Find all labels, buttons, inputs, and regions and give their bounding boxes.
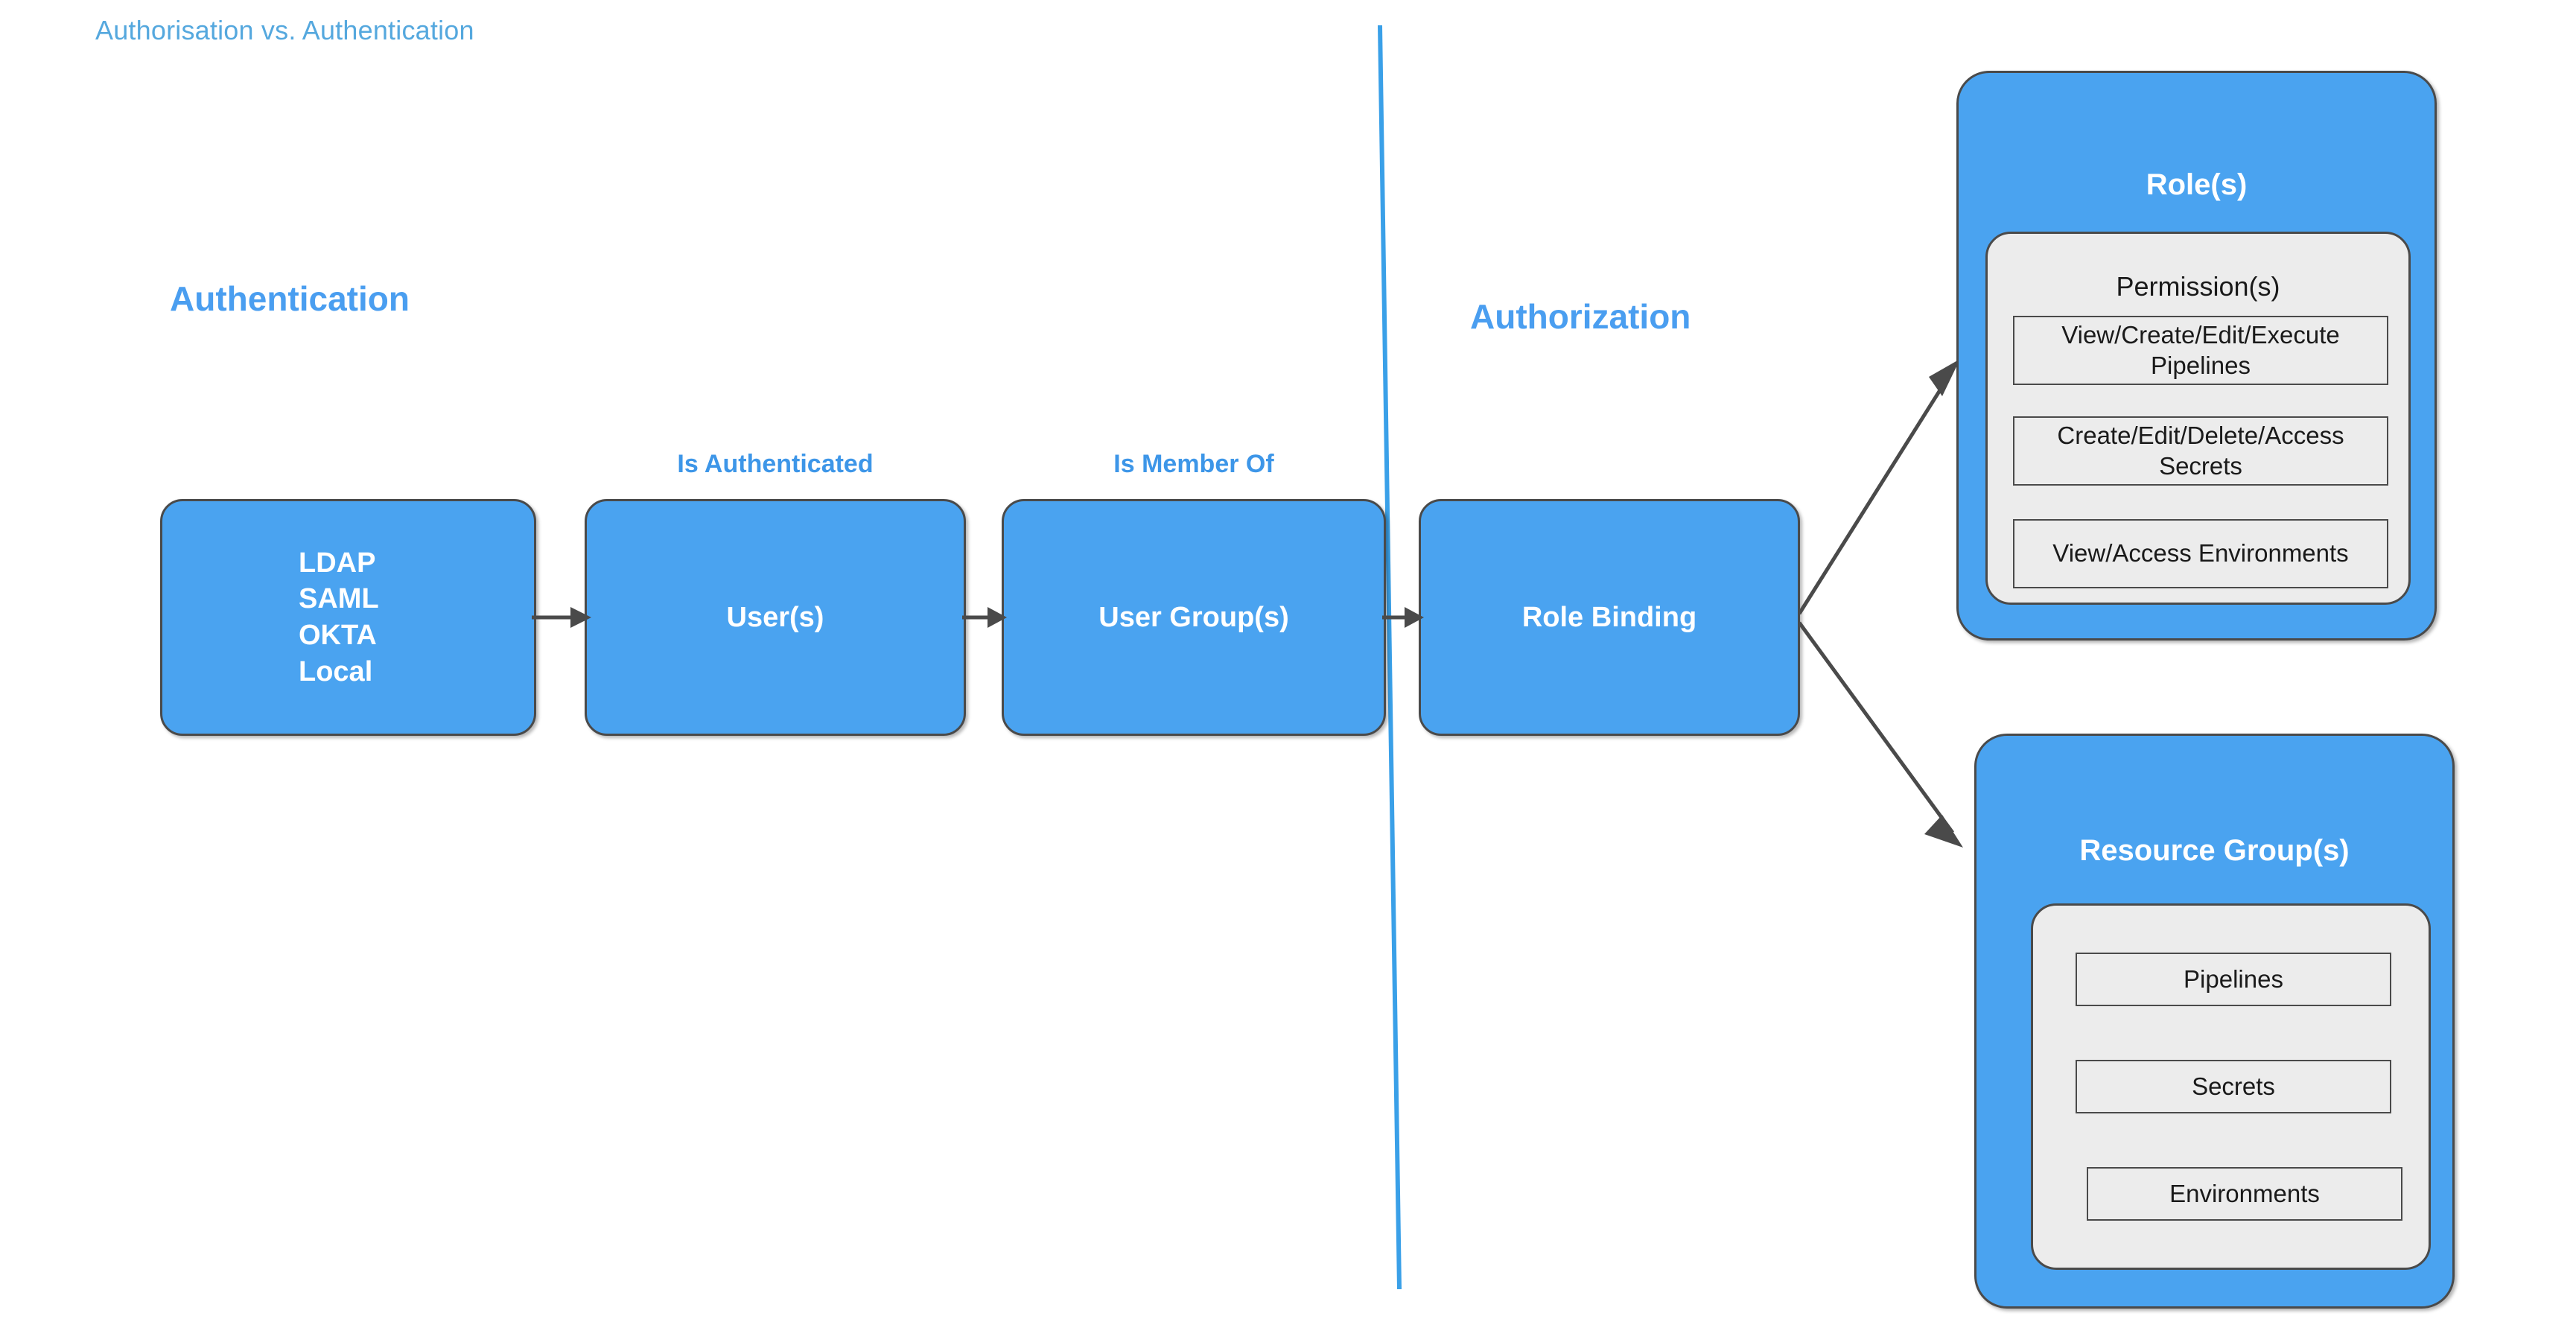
node-users[interactable]: User(s)	[585, 499, 966, 736]
resources-container: Pipelines Secrets Environments	[2031, 903, 2431, 1270]
resource-item[interactable]: Secrets	[2076, 1060, 2391, 1113]
node-user-groups[interactable]: User Group(s)	[1002, 499, 1386, 736]
arrow-idp-to-users	[532, 607, 591, 628]
arrow-user-groups-to-role-binding	[1382, 607, 1424, 628]
idp-saml: SAML	[299, 583, 379, 615]
panel-resource-groups[interactable]: Resource Group(s) Pipelines Secrets Envi…	[1974, 734, 2455, 1309]
arrow-users-to-user-groups	[962, 607, 1007, 628]
idp-okta: OKTA	[299, 620, 377, 651]
permission-item[interactable]: Create/Edit/Delete/Access Secrets	[2013, 416, 2388, 486]
arrow-role-binding-to-roles	[1797, 359, 1960, 615]
permission-item[interactable]: View/Create/Edit/Execute Pipelines	[2013, 316, 2388, 385]
caption-is-authenticated: Is Authenticated	[677, 450, 874, 478]
permission-item[interactable]: View/Access Environments	[2013, 519, 2388, 588]
section-heading-authentication: Authentication	[170, 279, 410, 318]
arrow-role-binding-to-resource-groups	[1797, 621, 1963, 848]
idp-ldap: LDAP	[299, 547, 376, 579]
section-heading-authorization: Authorization	[1470, 297, 1691, 336]
panel-roles-title: Role(s)	[2146, 168, 2248, 201]
resource-item[interactable]: Environments	[2087, 1167, 2402, 1221]
caption-is-member-of: Is Member Of	[1113, 450, 1274, 478]
permissions-container: Permission(s) View/Create/Edit/Execute P…	[1985, 232, 2411, 605]
permissions-title: Permission(s)	[2116, 271, 2280, 302]
node-user-groups-label: User Group(s)	[1098, 601, 1289, 633]
node-role-binding-label: Role Binding	[1521, 601, 1697, 633]
page-title: Authorisation vs. Authentication	[95, 15, 474, 45]
panel-resource-groups-title: Resource Group(s)	[2079, 834, 2350, 867]
idp-local: Local	[299, 655, 373, 687]
node-role-binding[interactable]: Role Binding	[1419, 499, 1800, 736]
node-identity-providers[interactable]: LDAP SAML OKTA Local	[160, 499, 536, 736]
panel-roles[interactable]: Role(s) Permission(s) View/Create/Edit/E…	[1956, 71, 2437, 641]
resource-item[interactable]: Pipelines	[2076, 953, 2391, 1006]
node-users-label: User(s)	[726, 601, 824, 633]
